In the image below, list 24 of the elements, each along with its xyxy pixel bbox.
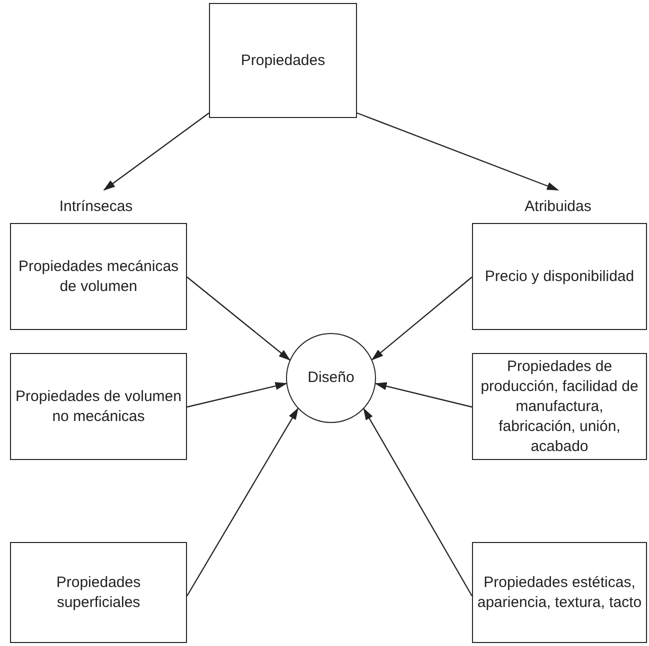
- arrow: [186, 382, 288, 408]
- node-label: Propiedades: [240, 50, 326, 70]
- node-label: Propiedades estéticas, apariencia, textura, tacto: [476, 572, 643, 612]
- node-label: Propiedades mecánicas de volumen: [17, 256, 180, 296]
- arrow: [363, 408, 473, 596]
- node-label: Propiedades superficiales: [55, 572, 142, 612]
- process-box: [10, 353, 187, 460]
- node-label: Propiedades de producción, facilidad de manufactura, fabricación, unión, acabado: [480, 356, 640, 456]
- process-box: [472, 542, 647, 643]
- process-box: [472, 223, 647, 330]
- group-heading: Atribuidas: [508, 196, 608, 218]
- arrow: [374, 382, 472, 408]
- arrow: [371, 276, 472, 360]
- process-box: [10, 223, 187, 330]
- arrow: [103, 112, 210, 191]
- arrow: [186, 276, 291, 361]
- node-label: Precio y disponibilidad: [484, 266, 636, 286]
- arrow: [186, 408, 298, 596]
- process-box: [209, 3, 357, 118]
- node-label: Diseño: [306, 368, 356, 388]
- node-label: Propiedades de volumen no mecánicas: [14, 386, 182, 426]
- arrow: [356, 112, 559, 191]
- process-box: [10, 542, 187, 643]
- group-heading: Intrínsecas: [46, 196, 146, 218]
